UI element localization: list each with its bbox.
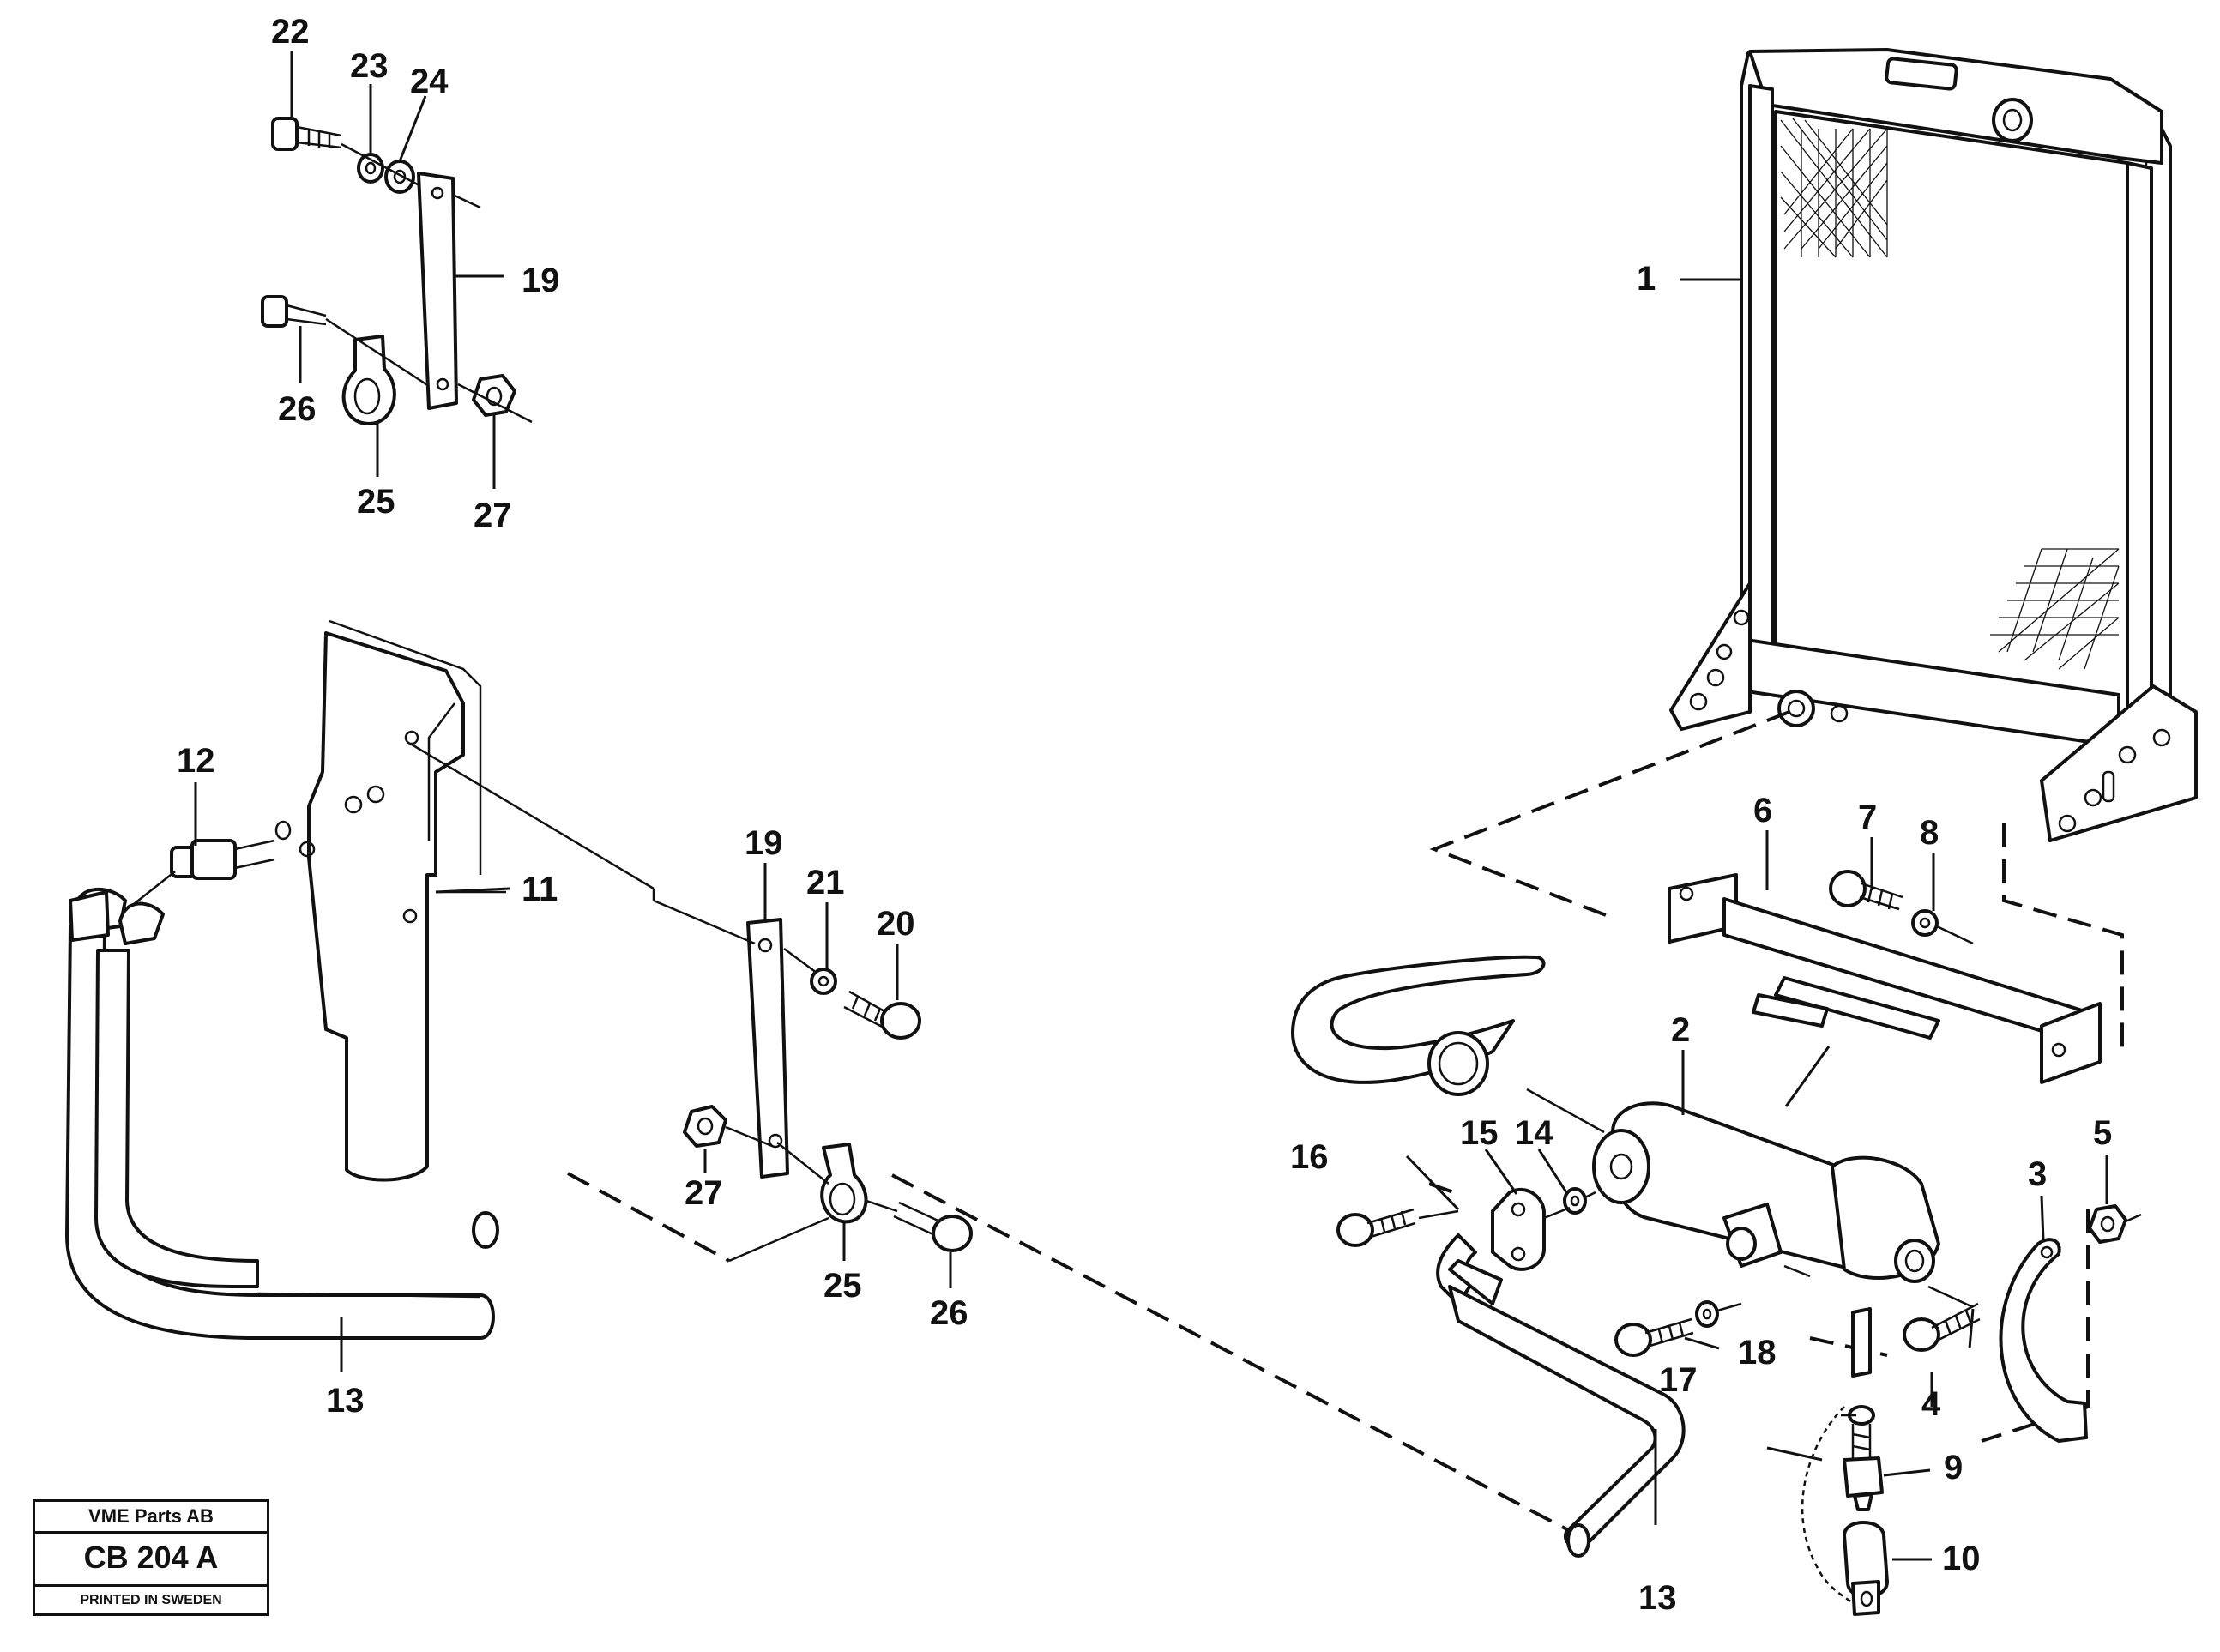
label-25a: 25 [357,483,395,521]
fitting-12 [133,820,292,905]
chain [1801,1406,1856,1606]
nut-5 [2088,1204,2142,1244]
label-26b: 26 [930,1294,968,1332]
label-19a: 19 [522,262,560,299]
flange-15-washer-14 [1491,1187,1596,1271]
label-13b: 13 [1638,1579,1677,1617]
label-7: 7 [1858,799,1877,836]
label-9: 9 [1944,1449,1963,1486]
label-15: 15 [1460,1114,1499,1152]
label-12: 12 [177,742,215,780]
label-24: 24 [410,63,449,100]
tube-6 [1668,873,2102,1084]
part-labels: 1 2 3 4 5 6 7 8 9 10 11 12 13 13 14 15 1… [177,13,2112,1617]
title-block: VME Parts AB CB 204 A PRINTED IN SWEDEN [33,1499,269,1616]
label-14: 14 [1515,1114,1553,1152]
label-2: 2 [1671,1011,1690,1049]
label-1: 1 [1637,260,1656,298]
drawing-code: CB 204 A [83,1540,219,1575]
label-18: 18 [1738,1334,1777,1372]
label-27a: 27 [474,497,512,534]
label-20: 20 [877,905,915,943]
leader-lines [194,51,2108,1561]
label-5: 5 [2093,1114,2112,1152]
bracket-assembly-middle [411,743,973,1263]
label-26a: 26 [278,390,317,428]
label-6: 6 [1753,792,1772,829]
cap-10 [1843,1521,1889,1616]
label-13a: 13 [326,1382,365,1420]
clamp-3 [1999,1238,2088,1443]
drain-plug-9 [1843,1405,1884,1511]
label-22: 22 [271,13,310,51]
label-10: 10 [1942,1540,1981,1577]
label-11: 11 [522,871,558,908]
bolt-4 [1903,1285,1981,1352]
dashed-connection-lines [567,710,2124,1537]
label-4: 4 [1921,1385,1941,1423]
bracket-assembly-detail [261,117,533,425]
label-23: 23 [350,47,389,85]
label-17: 17 [1659,1361,1698,1399]
radiator [1669,48,2198,842]
lower-hose-13 [1436,1233,1686,1558]
company-name: VME Parts AB [35,1502,267,1534]
label-3: 3 [2028,1155,2047,1193]
label-16: 16 [1290,1138,1329,1176]
coolant-hoses-left [65,888,499,1340]
label-8: 8 [1920,814,1939,852]
bolt-16 [1336,1208,1459,1247]
label-19b: 19 [745,824,783,862]
label-21: 21 [806,864,845,901]
engine-block-outline [299,619,506,1182]
upper-hose [1291,955,1546,1096]
label-27b: 27 [685,1174,723,1212]
bolt-7-washer-8 [1829,870,1974,945]
bolt-17-washer-18 [1614,1300,1742,1357]
printed-note: PRINTED IN SWEDEN [35,1584,267,1613]
label-25b: 25 [823,1267,862,1305]
filter-housing-2 [1526,1088,1940,1378]
